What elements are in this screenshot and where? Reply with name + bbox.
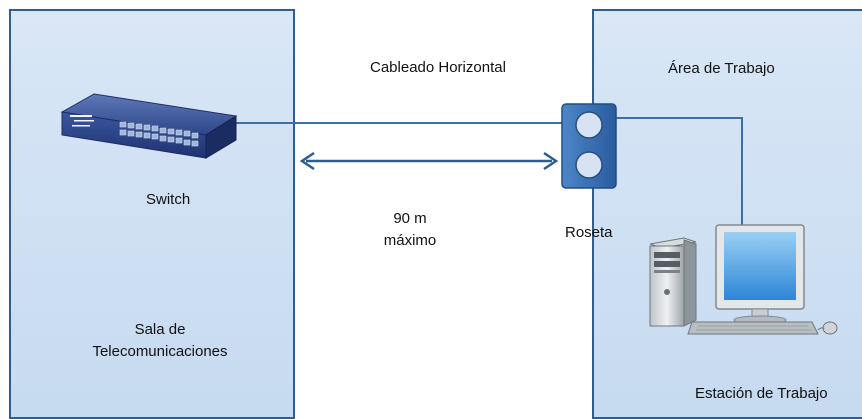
distance-label-line2: máximo: [383, 232, 437, 249]
telecom-room-label-line2: Telecomunicaciones: [92, 343, 228, 360]
telecom-room-panel: [9, 9, 295, 419]
workstation-label: Estación de Trabajo: [695, 385, 828, 402]
outlet-label: Roseta: [565, 224, 613, 241]
work-area-label: Área de Trabajo: [668, 60, 775, 77]
keyboard-icon: [687, 321, 819, 335]
computer-tower-icon: [649, 237, 697, 327]
distance-label-line1: 90 m: [393, 210, 427, 227]
telecom-room-label-line1: Sala de: [134, 321, 186, 338]
work-area-cable: [616, 117, 743, 228]
monitor-icon: [715, 224, 805, 325]
switch-label: Switch: [146, 191, 191, 208]
mouse-icon: [817, 321, 838, 335]
work-area-panel: [592, 9, 862, 419]
switch-icon: [60, 93, 238, 159]
horizontal-cabling-label: Cableado Horizontal: [370, 59, 506, 76]
wall-outlet-icon: [561, 103, 617, 189]
distance-arrow: [299, 151, 559, 171]
